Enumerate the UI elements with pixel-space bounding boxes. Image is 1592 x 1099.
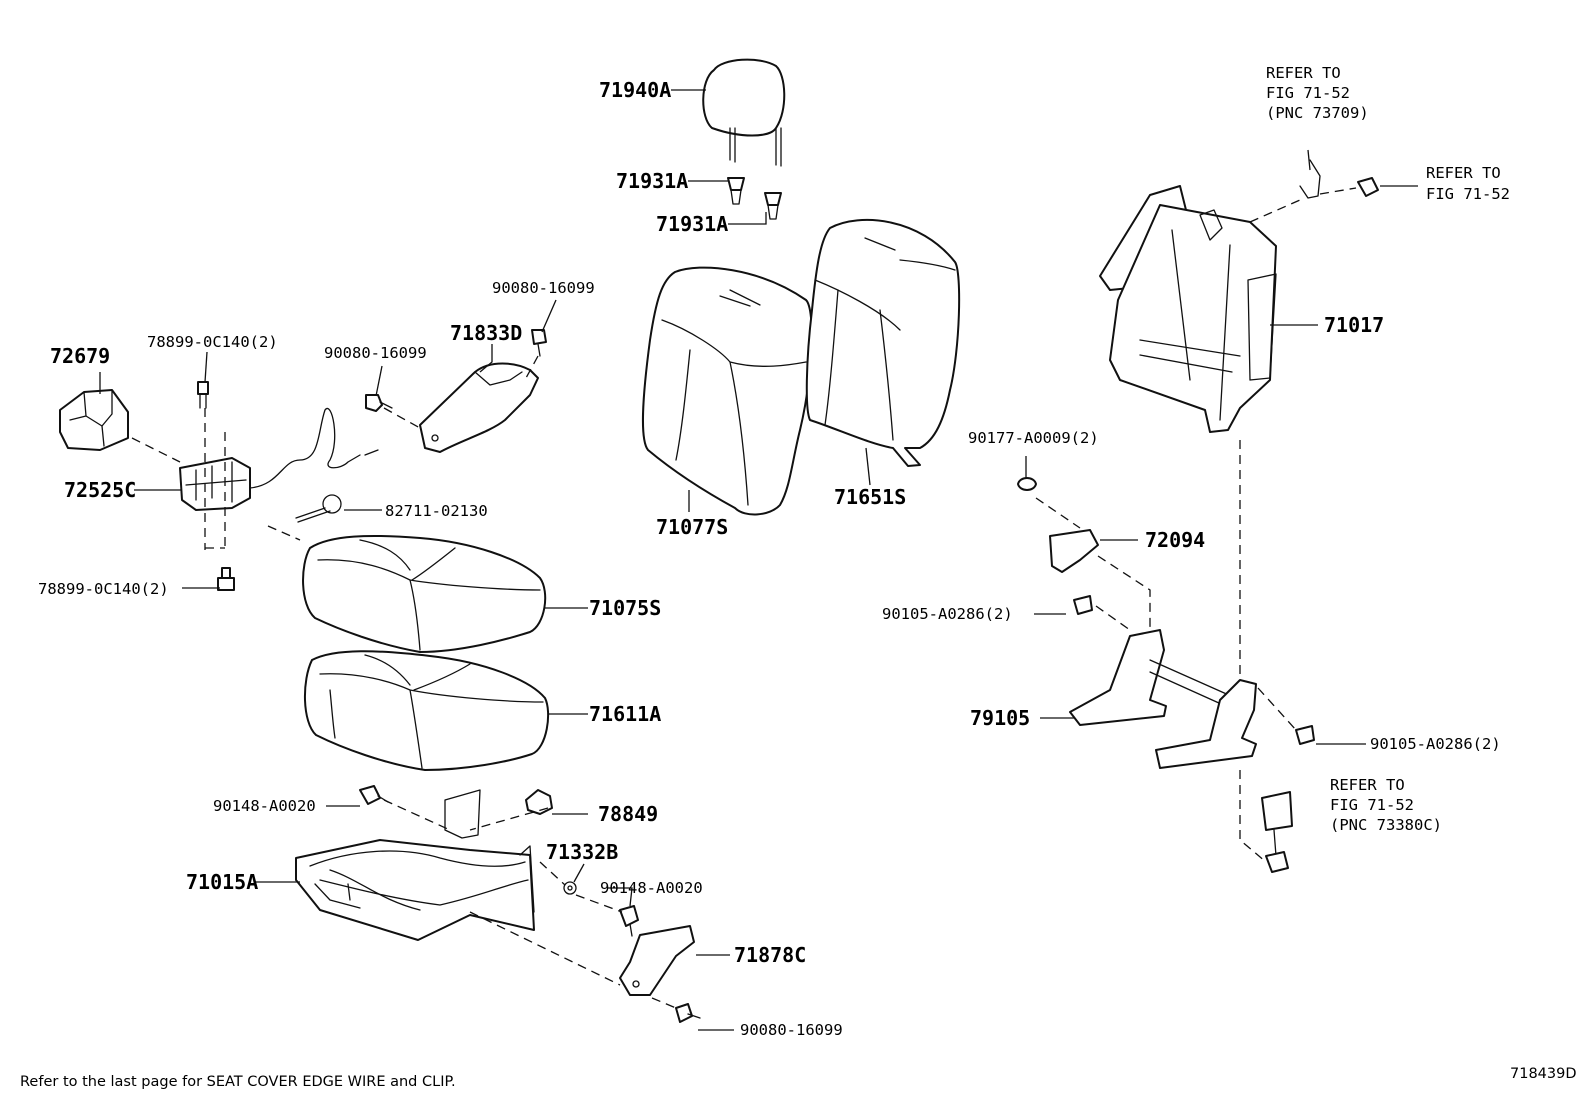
wire-clamp	[295, 494, 342, 523]
label-71077s: 71077S	[656, 515, 728, 539]
label-71017: 71017	[1324, 313, 1384, 337]
label-78899-upper: 78899-0C140(2)	[147, 333, 278, 351]
label-71878c: 71878C	[734, 943, 806, 967]
label-90080-b: 90080-16099	[492, 279, 595, 297]
seatback-cover	[641, 266, 813, 516]
label-71940a: 71940A	[599, 78, 671, 102]
seatback-pad	[805, 218, 961, 467]
label-90105-right: 90105-A0286(2)	[1370, 735, 1501, 753]
bolt-90148-upper	[359, 785, 389, 805]
label-71332b: 71332B	[546, 840, 618, 864]
refer-top-line-3: (PNC 73709)	[1266, 104, 1369, 122]
label-82711: 82711-02130	[385, 502, 488, 520]
label-72525c: 72525C	[64, 478, 136, 502]
assembly-dashed-lines	[131, 187, 1357, 1009]
label-71833d: 71833D	[450, 321, 522, 345]
refer-bottom-line-1: REFER TO	[1330, 776, 1405, 794]
seat-cushion-cover	[302, 534, 547, 653]
side-cover-lower	[619, 925, 695, 996]
seatback-frame	[1099, 159, 1379, 433]
refer-top-line-1: REFER TO	[1266, 64, 1341, 82]
headrest	[702, 58, 786, 167]
seat-latch	[179, 407, 379, 511]
refer-note-top: REFER TO FIG 71-52 (PNC 73709)	[1266, 64, 1369, 122]
label-90148-lower: 90148-A0020	[600, 879, 703, 897]
label-90080-a: 90080-16099	[324, 344, 427, 362]
bolt-90148-lower	[619, 905, 639, 937]
refer-note-bottom: REFER TO FIG 71-52 (PNC 73380C)	[1330, 776, 1442, 834]
headrest-guide-1	[727, 177, 745, 205]
label-71931a-2: 71931A	[656, 212, 728, 236]
label-72679: 72679	[50, 344, 110, 368]
footer-note: Refer to the last page for SEAT COVER ED…	[20, 1074, 456, 1090]
nut-78849	[525, 789, 553, 815]
label-72094: 72094	[1145, 528, 1205, 552]
hinge-79105	[1069, 595, 1315, 769]
label-78899-lower: 78899-0C140(2)	[38, 580, 169, 598]
refer-right-line-2: FIG 71-52	[1426, 185, 1510, 203]
bracket-72094	[1017, 477, 1099, 573]
diagram-id: 718439D	[1510, 1066, 1577, 1082]
label-90148-upper: 90148-A0020	[213, 797, 316, 815]
label-71075s: 71075S	[589, 596, 661, 620]
seat-cushion-pad	[304, 650, 550, 771]
washer-71332b	[563, 881, 577, 895]
headrest-guide-2	[764, 192, 782, 220]
refer-bottom-line-3: (PNC 73380C)	[1330, 816, 1442, 834]
refer-note-right: REFER TO FIG 71-52	[1426, 164, 1510, 203]
label-90105-left: 90105-A0286(2)	[882, 605, 1013, 623]
bolt-90080-a	[365, 394, 393, 412]
seatbelt-buckle	[1261, 791, 1293, 873]
refer-top-line-2: FIG 71-52	[1266, 84, 1350, 102]
leader-lines	[99, 89, 1418, 1031]
label-90080-c: 90080-16099	[740, 1021, 843, 1039]
side-cover-upper	[419, 362, 539, 453]
part-labels: 71940A 71931A 71931A 90080-16099 71833D …	[38, 78, 1501, 1039]
bolt-90080-b	[531, 329, 547, 357]
seat-frame	[295, 789, 535, 941]
bolt-90080-c	[675, 1003, 701, 1023]
bolt-78899-lower	[217, 567, 235, 591]
label-71931a-1: 71931A	[616, 169, 688, 193]
label-71611a: 71611A	[589, 702, 661, 726]
label-71651s: 71651S	[834, 485, 906, 509]
label-90177: 90177-A0009(2)	[968, 429, 1099, 447]
refer-right-line-1: REFER TO	[1426, 164, 1501, 182]
label-78849: 78849	[598, 802, 658, 826]
label-79105: 79105	[970, 706, 1030, 730]
bolt-78899-upper	[197, 381, 209, 409]
label-71015a: 71015A	[186, 870, 258, 894]
refer-bottom-line-2: FIG 71-52	[1330, 796, 1414, 814]
lever-cover	[59, 389, 129, 451]
